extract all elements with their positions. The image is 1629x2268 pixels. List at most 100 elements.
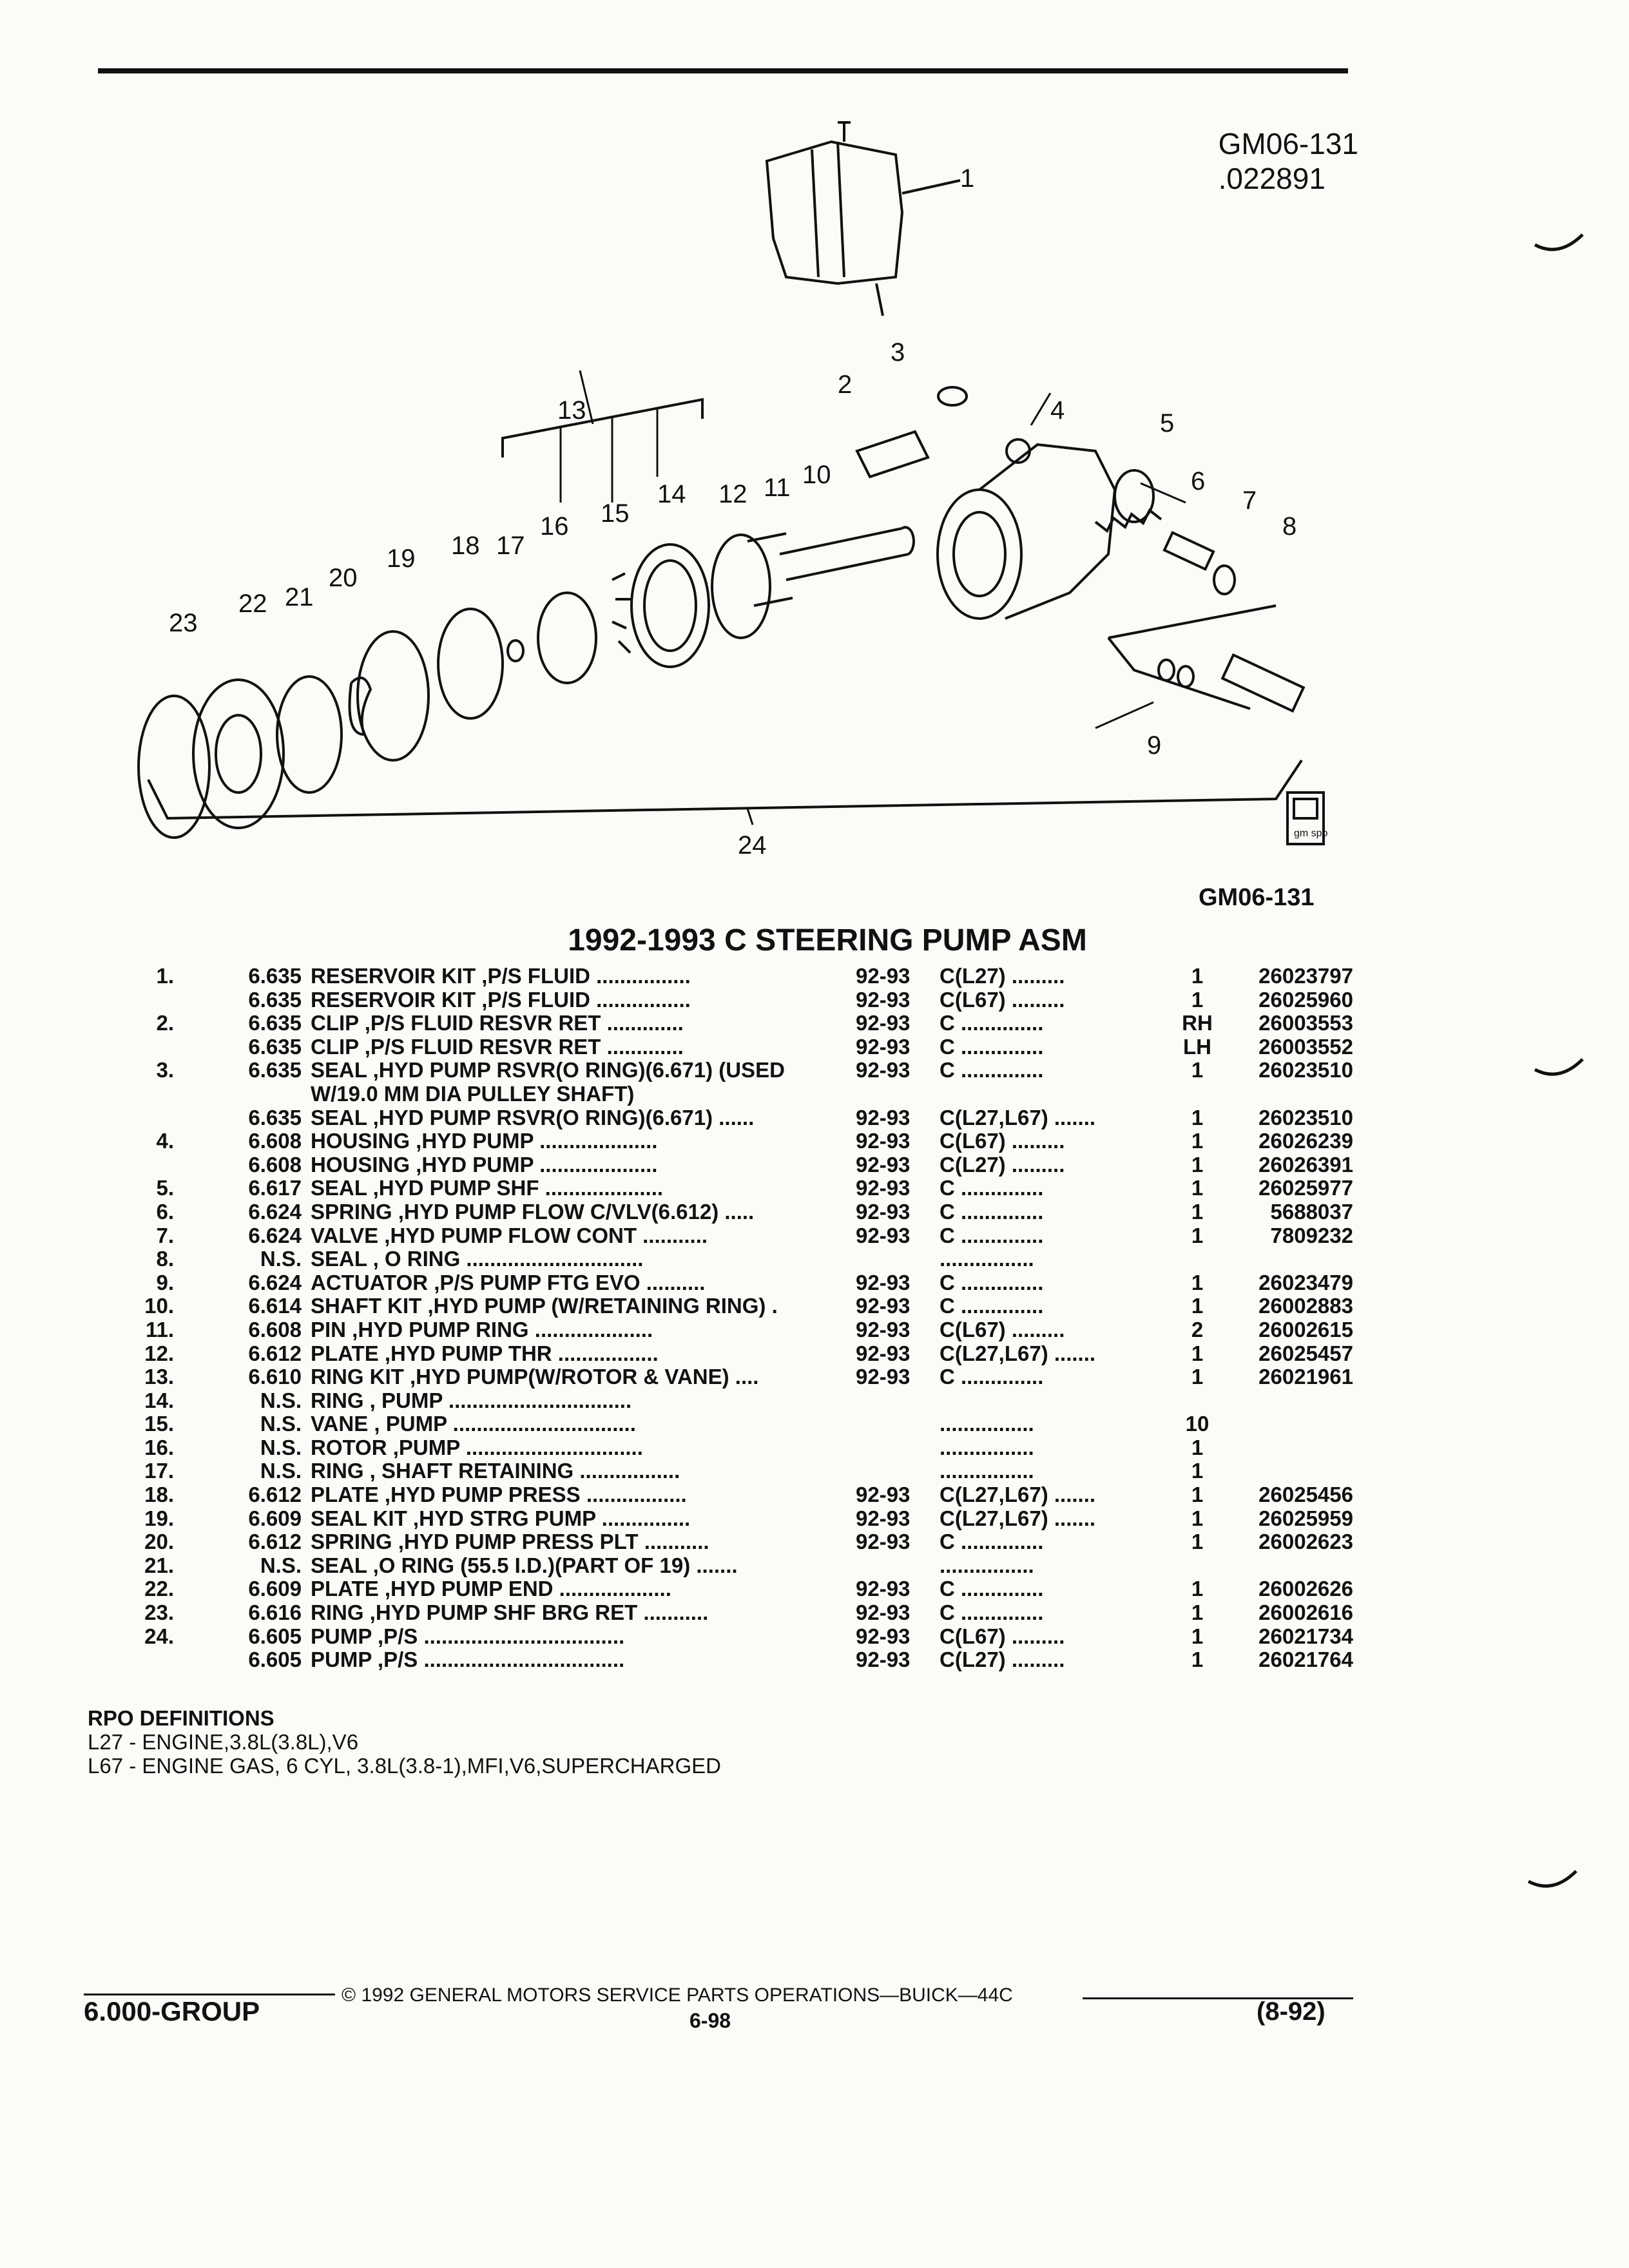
- callout-12: 12: [718, 480, 747, 508]
- callout-5: 5: [1160, 409, 1174, 437]
- valve-7-drawing: [1162, 530, 1215, 572]
- top-rule: [98, 68, 1348, 73]
- part-years: 92-93: [856, 1577, 911, 1601]
- part-index: 3.: [156, 1058, 174, 1082]
- part-years: 92-93: [856, 1152, 911, 1177]
- part-description: SPRING ,HYD PUMP FLOW C/VLV(6.612) .....: [311, 1199, 755, 1224]
- part-years: 92-93: [856, 1317, 911, 1341]
- footer-copyright: © 1992 GENERAL MOTORS SERVICE PARTS OPER…: [342, 1984, 1013, 2006]
- part-group: 6.605: [248, 1624, 302, 1648]
- parts-row: 8. N.S. SEAL , O RING ....................…: [135, 1247, 1360, 1271]
- part-group: 6.635: [248, 1105, 302, 1129]
- part-index: 18.: [144, 1483, 174, 1507]
- part-application: C ..............: [940, 1223, 1044, 1247]
- shaft-10-drawing: [779, 526, 915, 581]
- part-quantity: 1: [1191, 1341, 1204, 1365]
- part-group: 6.635: [248, 1058, 302, 1082]
- part-index: 20.: [144, 1530, 174, 1554]
- rpo-heading: RPO DEFINITIONS: [88, 1706, 275, 1730]
- part-number: 5688037: [1270, 1199, 1353, 1224]
- part-group: N.S.: [260, 1247, 302, 1271]
- part-application: C ..............: [940, 1600, 1044, 1625]
- part-description: SEAL ,HYD PUMP RSVR(O RING)(6.671) (USED: [311, 1058, 785, 1082]
- callout-6: 6: [1191, 467, 1205, 495]
- callout-16: 16: [540, 512, 569, 541]
- part-group: 6.605: [248, 1648, 302, 1672]
- part-years: 92-93: [856, 987, 911, 1012]
- part-application: C ..............: [940, 1530, 1044, 1554]
- part-index: 24.: [144, 1624, 174, 1648]
- part-index: 2.: [156, 1011, 174, 1035]
- part-application: C ..............: [940, 1034, 1044, 1059]
- part-years: 92-93: [856, 1270, 911, 1294]
- part-number: 26023797: [1258, 964, 1353, 988]
- ring-23-drawing: [137, 695, 211, 839]
- part-quantity: 1: [1191, 1294, 1204, 1318]
- part-application: C(L27) .........: [940, 1648, 1065, 1672]
- part-application: ................: [940, 1247, 1034, 1271]
- part-description: RING , PUMP ............................…: [311, 1388, 632, 1412]
- part-years: 92-93: [856, 1176, 911, 1200]
- part-group: 6.635: [248, 987, 302, 1012]
- callout-15: 15: [601, 499, 630, 528]
- part-quantity: 1: [1191, 1176, 1204, 1200]
- part-index: 17.: [144, 1459, 174, 1483]
- part-group: N.S.: [260, 1435, 302, 1459]
- part-application: C(L27) .........: [940, 1152, 1065, 1177]
- part-description: PUMP ,P/S ..............................…: [311, 1648, 625, 1672]
- thrust-plate-12-drawing: [711, 533, 771, 639]
- part-group: N.S.: [260, 1388, 302, 1412]
- part-number: 26025959: [1258, 1506, 1353, 1530]
- part-description: PIN ,HYD PUMP RING ....................: [311, 1317, 653, 1341]
- part-description: SEAL , O RING ..........................…: [311, 1247, 644, 1271]
- bracket-24: [147, 759, 1303, 820]
- part-application: C ..............: [940, 1270, 1044, 1294]
- callout-4: 4: [1050, 396, 1065, 425]
- part-application: C ..............: [940, 1058, 1044, 1082]
- callout-22: 22: [238, 590, 267, 618]
- rpo-definitions: RPO DEFINITIONS L27 - ENGINE,3.8L(3.8L),…: [88, 1706, 721, 1778]
- callout-18: 18: [451, 532, 480, 560]
- callout-8: 8: [1282, 512, 1296, 541]
- part-quantity: 1: [1191, 1058, 1204, 1082]
- rpo-l67: L67 - ENGINE GAS, 6 CYL, 3.8L(3.8-1),MFI…: [88, 1754, 721, 1778]
- part-group: 6.612: [248, 1341, 302, 1365]
- part-group: 6.624: [248, 1270, 302, 1294]
- part-number: 26021734: [1258, 1624, 1353, 1648]
- part-group: 6.609: [248, 1506, 302, 1530]
- part-years: 92-93: [856, 1223, 911, 1247]
- part-quantity: 1: [1191, 1435, 1204, 1459]
- bracket-13: [501, 398, 704, 457]
- part-years: 92-93: [856, 1624, 911, 1648]
- footer-page-number: 6-98: [689, 2009, 731, 2032]
- part-number: 26003552: [1258, 1034, 1353, 1059]
- part-quantity: 2: [1191, 1317, 1204, 1341]
- callout-21: 21: [285, 583, 314, 611]
- callout-10: 10: [802, 461, 831, 489]
- part-group: 6.610: [248, 1365, 302, 1389]
- part-application: C(L27,L67) .......: [940, 1506, 1096, 1530]
- footer-rule-left: [84, 1994, 335, 1995]
- spring-6-drawing: [1094, 508, 1162, 533]
- part-quantity: 1: [1191, 1577, 1204, 1601]
- part-index: 8.: [156, 1247, 174, 1271]
- part-index: 9.: [156, 1270, 174, 1294]
- part-application: C(L27,L67) .......: [940, 1341, 1096, 1365]
- part-index: 7.: [156, 1223, 174, 1247]
- part-application: C(L27,L67) .......: [940, 1105, 1096, 1129]
- part-years: 92-93: [856, 1530, 911, 1554]
- retaining-ring-17-drawing: [506, 639, 525, 662]
- part-quantity: 1: [1191, 1459, 1204, 1483]
- part-number: 26002883: [1258, 1294, 1353, 1318]
- figure-code: GM06-131: [1199, 884, 1315, 911]
- part-description: W/19.0 MM DIA PULLEY SHAFT): [311, 1081, 635, 1106]
- part-application: C ..............: [940, 1011, 1044, 1035]
- part-years: 92-93: [856, 1129, 911, 1153]
